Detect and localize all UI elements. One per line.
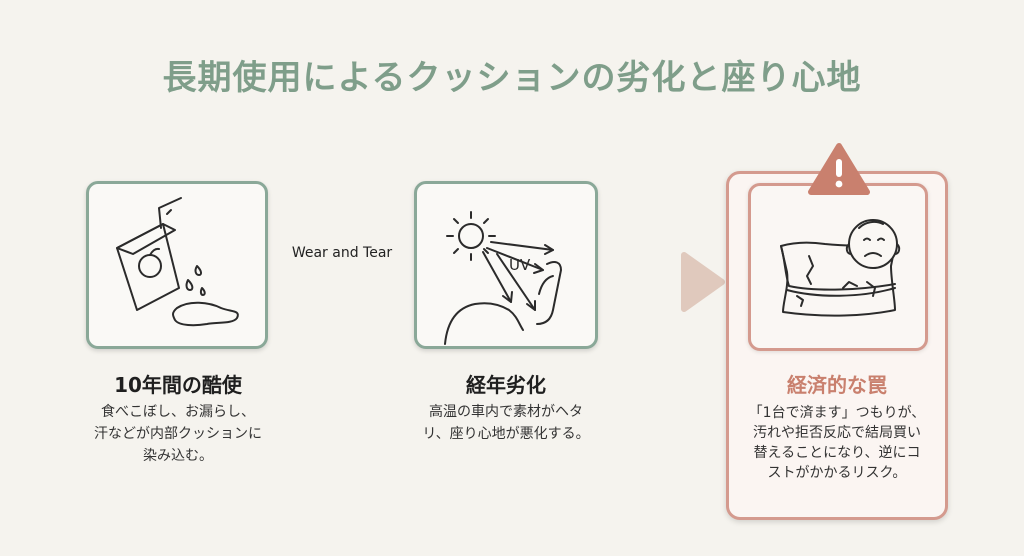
warning-icon [808, 143, 870, 195]
step-title-heavy-use: 10年間の酷使 [114, 373, 242, 397]
desc-line: 替えることになり、逆にコ [753, 445, 921, 461]
desc-line: 汗などが内部クッションに [94, 426, 262, 442]
desc-line: 食べこぼし、お漏らし、 [101, 404, 255, 420]
step-desc-economic-trap: 「1台で済ます」つもりが、 汚れや拒否反応で結局買い 替えることになり、逆にコ … [736, 403, 938, 483]
desc-line: リ、座り心地が悪化する。 [422, 426, 590, 442]
desc-line: 高温の車内で素材がヘタ [429, 404, 583, 420]
step-desc-heavy-use: 食べこぼし、お漏らし、 汗などが内部クッションに 染み込む。 [60, 401, 296, 467]
uv-label: UV [509, 256, 531, 274]
step-card-aging: UV [414, 181, 598, 349]
cracked-cushion-baby-icon [780, 219, 901, 317]
desc-line: 「1台で済ます」つもりが、 [748, 405, 926, 421]
step-desc-aging: 高温の車内で素材がヘタ リ、座り心地が悪化する。 [386, 401, 626, 445]
juice-box-spill-icon [116, 197, 239, 327]
step-card-heavy-use [86, 181, 268, 349]
step-card-economic-trap-image [748, 183, 928, 351]
page-title: 長期使用によるクッションの劣化と座り心地 [162, 58, 862, 98]
desc-line: ストがかかるリスク。 [767, 465, 907, 481]
wear-and-tear-label: Wear and Tear [291, 245, 393, 261]
sun-uv-car-seat-icon: UV [444, 211, 562, 345]
desc-line: 染み込む。 [143, 448, 213, 464]
step-title-aging: 経年劣化 [466, 373, 546, 397]
desc-line: 汚れや拒否反応で結局買い [753, 425, 921, 441]
step-title-economic-trap: 経済的な罠 [787, 373, 887, 397]
